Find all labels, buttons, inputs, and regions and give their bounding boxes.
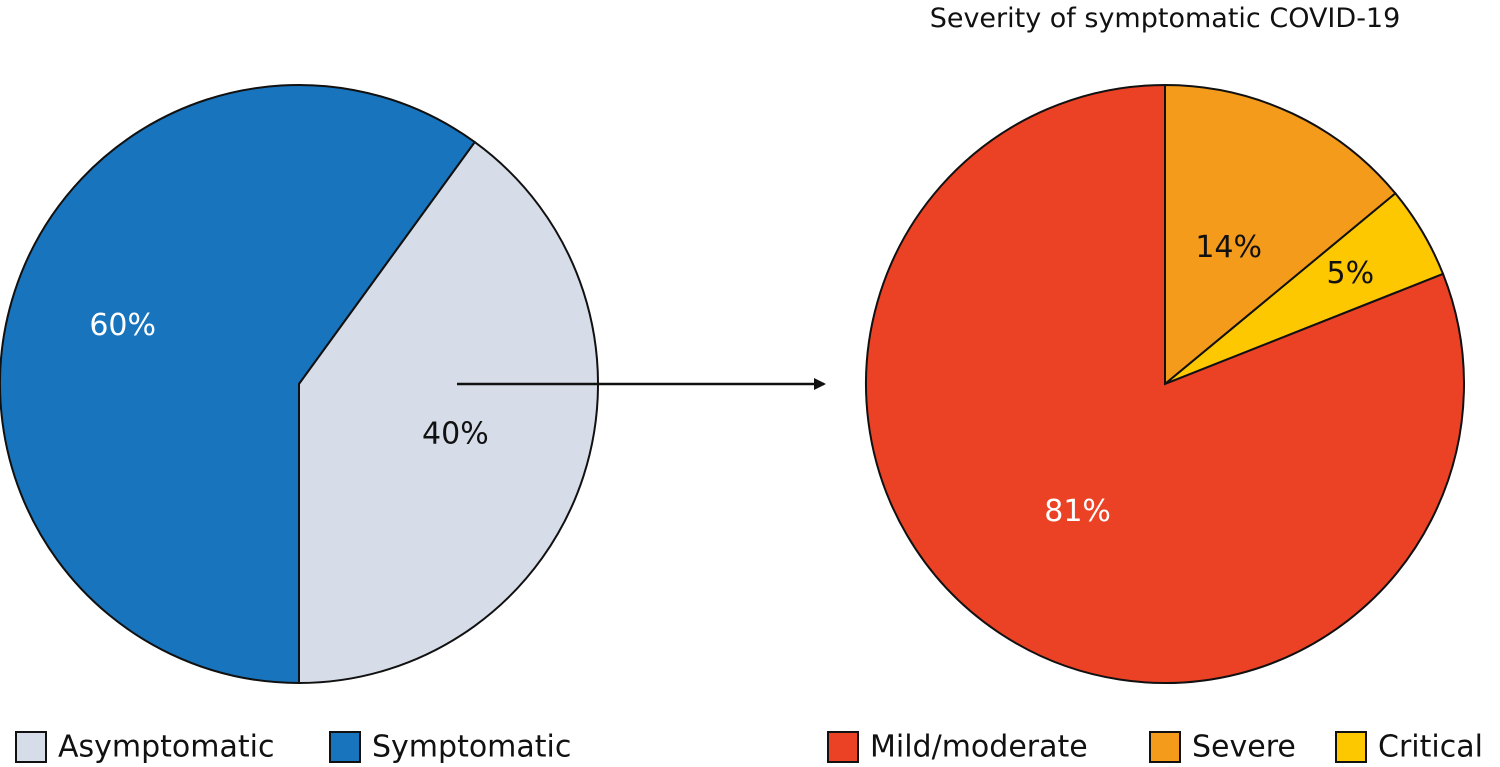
- severity-pie: 14% 5% 81%: [865, 83, 1465, 684]
- slice-label-critical: 5%: [1327, 256, 1375, 291]
- symptom-status-legend: Asymptomatic Symptomatic: [15, 730, 571, 765]
- legend-swatch-mild-moderate: [827, 731, 859, 763]
- legend-label-symptomatic: Symptomatic: [372, 730, 571, 765]
- slice-label-symptomatic: 60%: [89, 308, 156, 343]
- legend-label-severe: Severe: [1192, 730, 1296, 765]
- slice-label-asymptomatic: 40%: [422, 416, 489, 451]
- severity-legend: Mild/moderate Severe Critical: [827, 730, 1483, 765]
- slice-severe: [1164, 83, 1397, 387]
- legend-label-critical: Critical: [1378, 730, 1483, 765]
- legend-swatch-asymptomatic: [15, 731, 47, 763]
- legend-label-mild-moderate: Mild/moderate: [870, 730, 1088, 765]
- symptom-status-pie: 60% 40%: [0, 84, 600, 685]
- slice-label-severe: 14%: [1195, 230, 1262, 265]
- slice-label-mild-moderate: 81%: [1044, 494, 1111, 529]
- legend-swatch-severe: [1149, 731, 1181, 763]
- legend-swatch-symptomatic: [329, 731, 361, 763]
- slice-asymptomatic: [298, 140, 600, 685]
- legend-swatch-critical: [1335, 731, 1367, 763]
- severity-chart-title: Severity of symptomatic COVID-19: [930, 3, 1401, 34]
- slice-symptomatic: [0, 84, 477, 685]
- legend-label-asymptomatic: Asymptomatic: [58, 730, 275, 765]
- slice-mild-moderate: [865, 83, 1465, 684]
